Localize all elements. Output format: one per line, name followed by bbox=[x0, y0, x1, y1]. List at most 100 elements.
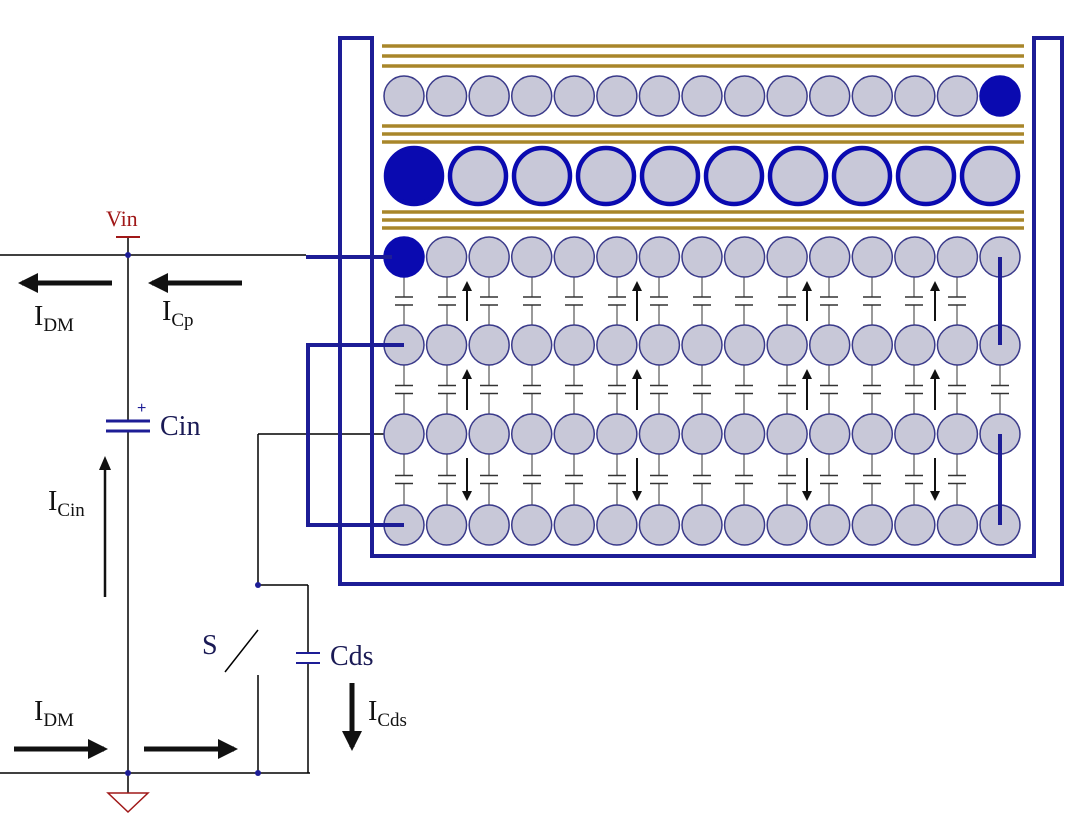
interlayer-capacitor bbox=[948, 454, 966, 505]
middle-winding-start-turn bbox=[383, 145, 445, 207]
up-current-arrow bbox=[930, 369, 940, 410]
middle-winding-turn bbox=[639, 145, 701, 207]
primary-turn bbox=[808, 413, 851, 455]
up-current-arrow bbox=[802, 281, 812, 321]
interlayer-capacitor bbox=[863, 454, 881, 505]
primary-turn bbox=[596, 504, 638, 546]
primary-turn bbox=[851, 324, 894, 366]
primary-leads bbox=[306, 255, 1002, 527]
interlayer-capacitor bbox=[480, 454, 498, 505]
interlayer-capacitor bbox=[905, 454, 923, 505]
cin-label: Cin bbox=[160, 411, 200, 442]
interlayer-capacitor bbox=[693, 365, 711, 414]
interlayer-capacitor bbox=[905, 277, 923, 325]
primary-turn bbox=[596, 236, 638, 278]
primary-turn bbox=[596, 413, 638, 455]
current-arrows bbox=[14, 273, 362, 759]
icin-label: ICin bbox=[48, 486, 85, 521]
primary-turn bbox=[808, 504, 851, 546]
primary-turn bbox=[723, 413, 766, 455]
primary-turn bbox=[638, 236, 681, 278]
interlayer-capacitor bbox=[693, 454, 711, 505]
interlayer-capacitor bbox=[735, 454, 753, 505]
up-current-arrow bbox=[462, 369, 472, 410]
down-current-arrow bbox=[632, 458, 642, 501]
down-current-arrow bbox=[802, 458, 812, 501]
primary-turn bbox=[468, 324, 510, 366]
primary-turn bbox=[851, 504, 894, 546]
cds-capacitor: Cds bbox=[296, 641, 374, 672]
primary-turn bbox=[425, 236, 468, 278]
interlayer-capacitor bbox=[480, 277, 498, 325]
vin-label: Vin bbox=[106, 206, 138, 231]
primary-turn bbox=[894, 324, 936, 366]
interlayer-capacitor bbox=[650, 454, 668, 505]
interlayer-current-arrows bbox=[462, 281, 940, 501]
primary-turn bbox=[468, 413, 510, 455]
top-winding-turn bbox=[510, 75, 553, 117]
cds-label: Cds bbox=[330, 641, 374, 672]
primary-turn bbox=[894, 413, 936, 455]
primary-turn bbox=[894, 504, 936, 546]
interlayer-capacitor bbox=[735, 277, 753, 325]
primary-turn bbox=[510, 504, 553, 546]
interlayer-capacitor bbox=[778, 277, 796, 325]
top-winding-turn bbox=[808, 75, 851, 117]
input-capacitor: + Cin bbox=[106, 400, 200, 442]
primary-turn bbox=[766, 413, 808, 455]
interlayer-capacitor bbox=[650, 365, 668, 414]
interlayer-capacitor bbox=[693, 277, 711, 325]
primary-turn bbox=[681, 413, 723, 455]
interlayer-capacitor bbox=[948, 277, 966, 325]
vin-source: Vin bbox=[106, 206, 140, 238]
ground-symbol bbox=[106, 792, 150, 814]
primary-turn bbox=[894, 236, 936, 278]
top-winding-turn bbox=[936, 75, 979, 117]
primary-turn bbox=[936, 413, 979, 455]
down-current-arrow bbox=[930, 458, 940, 501]
junction-dots bbox=[125, 252, 261, 776]
primary-turn bbox=[936, 236, 979, 278]
interlayer-capacitor bbox=[608, 277, 626, 325]
interlayer-capacitor bbox=[395, 365, 413, 414]
primary-turn bbox=[468, 236, 510, 278]
top-winding-turn bbox=[383, 75, 425, 117]
bobbin-outer-wall bbox=[338, 36, 1064, 586]
interlayer-capacitor bbox=[395, 454, 413, 505]
primary-turn bbox=[723, 324, 766, 366]
arrow-head bbox=[462, 491, 472, 501]
interlayer-capacitances bbox=[395, 277, 1009, 505]
primary-turn bbox=[510, 413, 553, 455]
arrow-head bbox=[802, 491, 812, 501]
primary-turn bbox=[468, 504, 510, 546]
primary-turn bbox=[425, 324, 468, 366]
interlayer-capacitor bbox=[650, 277, 668, 325]
interlayer-capacitor bbox=[905, 365, 923, 414]
middle-winding bbox=[383, 145, 1021, 207]
junction-top bbox=[125, 252, 131, 258]
layer-2-4-crossover bbox=[306, 343, 404, 527]
primary-turn bbox=[808, 236, 851, 278]
arrow-head bbox=[462, 281, 472, 291]
interlayer-capacitor bbox=[863, 365, 881, 414]
arrow-head bbox=[930, 491, 940, 501]
top-winding-turn bbox=[851, 75, 894, 117]
idm-top-label: IDM bbox=[34, 301, 74, 336]
interlayer-capacitor bbox=[523, 365, 541, 414]
interlayer-capacitor bbox=[735, 365, 753, 414]
primary-turn bbox=[766, 504, 808, 546]
interlayer-capacitor bbox=[820, 365, 838, 414]
arrow-head bbox=[930, 369, 940, 379]
middle-winding-turn bbox=[575, 145, 637, 207]
arrow-head bbox=[632, 281, 642, 291]
primary-turn bbox=[808, 324, 851, 366]
down-current-arrow bbox=[462, 458, 472, 501]
interlayer-capacitor bbox=[948, 365, 966, 414]
arrow-head bbox=[802, 369, 812, 379]
interlayer-capacitor bbox=[438, 454, 456, 505]
top-winding-turn bbox=[894, 75, 936, 117]
top-winding-turn bbox=[468, 75, 510, 117]
primary-turn bbox=[553, 236, 596, 278]
primary-winding bbox=[383, 236, 1021, 546]
